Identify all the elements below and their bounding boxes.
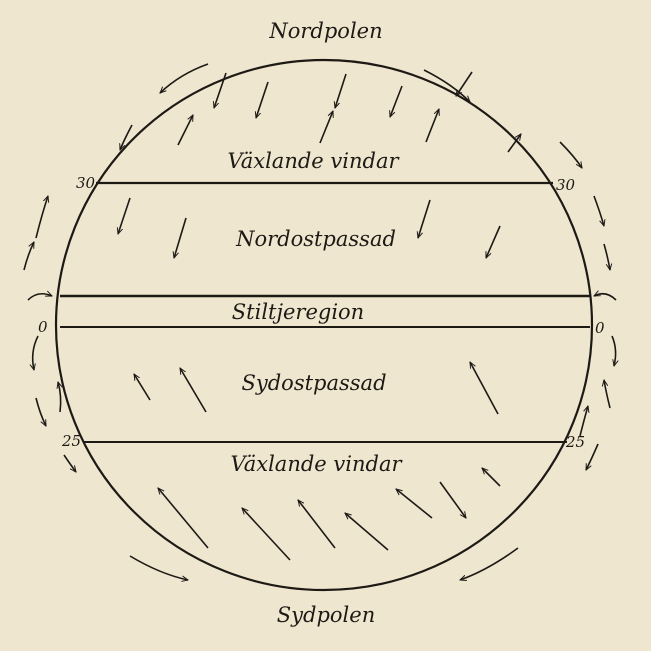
wind-arrow	[418, 199, 431, 238]
wind-arrow	[118, 197, 131, 234]
wind-arrow	[174, 217, 187, 258]
north-pole-label: Nordpolen	[268, 19, 382, 43]
circulation-arrow	[579, 406, 588, 437]
circulation-arrow	[559, 141, 582, 168]
circulation-arrow	[23, 242, 35, 271]
circulation-arrow	[585, 443, 599, 470]
wind-arrow	[425, 109, 439, 143]
outer-circulation-arrows	[23, 63, 617, 580]
circulation-arrow	[120, 124, 133, 150]
circulation-arrow	[27, 294, 52, 301]
circulation-arrow	[593, 195, 604, 226]
latitude-label-0-right: 0	[595, 319, 605, 337]
zone-label-doldrums: Stiltjeregion	[232, 300, 364, 324]
wind-arrow	[256, 81, 269, 118]
wind-arrow	[158, 488, 209, 549]
zone-label-southeast-trade: Sydostpassad	[241, 371, 386, 395]
wind-arrow	[507, 134, 521, 153]
wind-arrow	[214, 72, 227, 108]
circulation-arrow	[35, 196, 48, 239]
earth-outline	[54, 58, 594, 592]
circulation-arrow	[460, 547, 519, 580]
circulation-arrow	[423, 69, 470, 102]
wind-arrow	[177, 115, 194, 146]
wind-arrow	[390, 85, 403, 117]
latitude-label-0-left: 0	[38, 318, 48, 336]
wind-arrow	[396, 489, 433, 519]
circulation-arrow	[33, 335, 39, 370]
latitude-label-30-right: 30	[556, 176, 576, 194]
wind-arrow	[482, 468, 501, 487]
circulation-arrow	[63, 454, 76, 472]
wind-arrow	[133, 374, 151, 401]
circulation-arrow	[129, 555, 188, 580]
wind-arrow	[242, 508, 291, 561]
south-pole-label: Sydpolen	[277, 603, 375, 627]
wind-arrow	[319, 111, 334, 144]
zone-label-northeast-trade: Nordostpassad	[235, 227, 396, 251]
wind-arrow	[335, 73, 347, 108]
circulation-arrow	[611, 335, 616, 366]
wind-arrow	[345, 513, 389, 551]
circulation-arrow	[35, 397, 47, 426]
wind-arrow	[469, 362, 499, 415]
circulation-arrow	[603, 243, 610, 270]
latitude-label-30-left: 30	[76, 174, 96, 192]
circulation-arrow	[594, 294, 617, 301]
latitude-label-25-left: 25	[61, 432, 81, 450]
latitude-label-25-right: 25	[565, 433, 585, 451]
circulation-arrow	[604, 380, 611, 409]
zone-label-north-variable: Växlande vindar	[227, 149, 400, 173]
circulation-arrow	[160, 63, 209, 93]
wind-arrow	[298, 500, 336, 549]
wind-arrow	[439, 481, 466, 518]
interior-wind-arrows	[118, 71, 521, 561]
wind-arrow	[485, 225, 501, 258]
zone-label-south-variable: Växlande vindar	[230, 452, 403, 476]
circulation-arrow	[58, 382, 61, 413]
wind-arrow	[179, 368, 207, 413]
